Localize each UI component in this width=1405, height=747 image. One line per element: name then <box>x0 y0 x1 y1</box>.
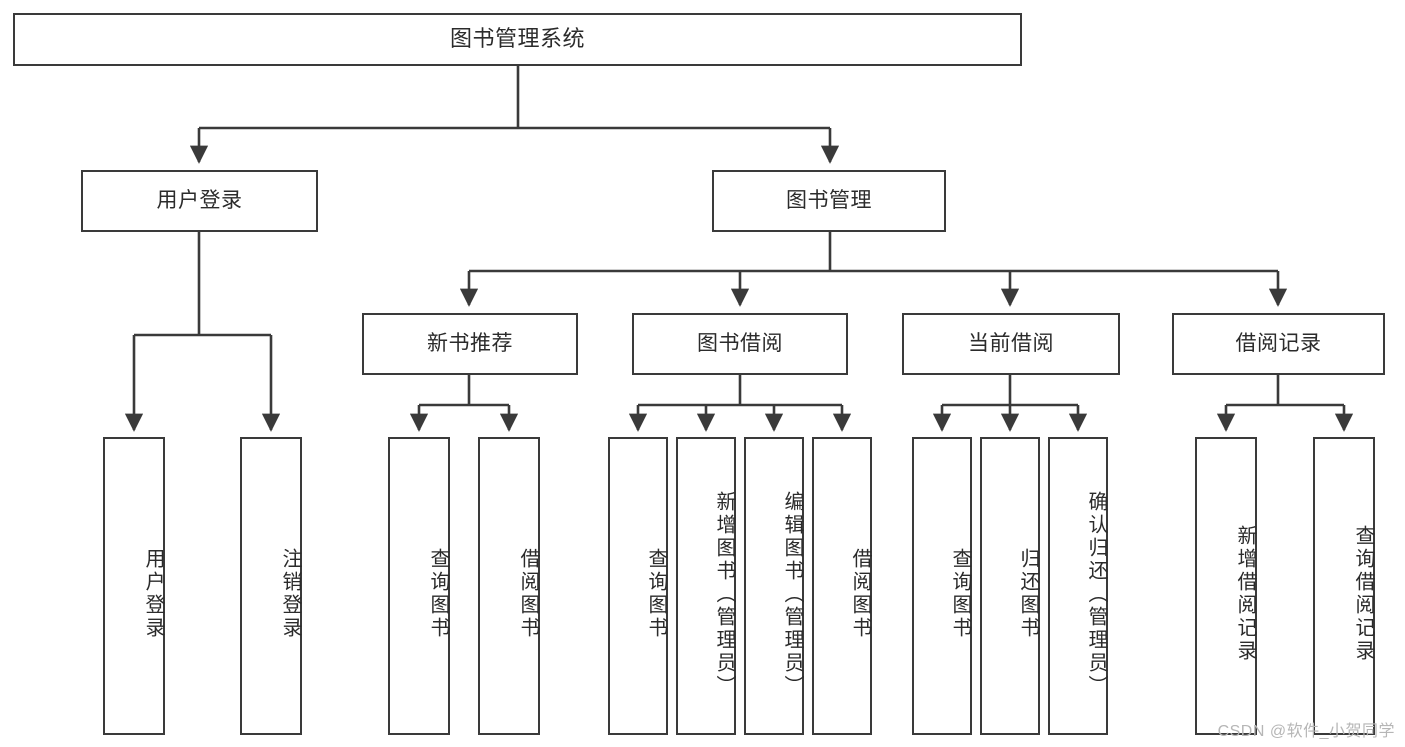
node-new-book-recommend-label: 新书推荐 <box>427 332 513 356</box>
leaf-borrow-query-book-label: 查询图书 <box>645 548 667 640</box>
leaf-records-query-record-label: 查询借阅记录 <box>1352 525 1374 663</box>
leaf-borrow-add-book-label: 新增图书（管理员） <box>713 490 735 698</box>
leaf-current-return-book-label: 归还图书 <box>1017 548 1039 640</box>
leaf-user-login-label: 用户登录 <box>142 548 164 640</box>
leaf-borrow-edit-book-label: 编辑图书（管理员） <box>781 490 803 698</box>
leaf-logout-label: 注销登录 <box>279 548 301 640</box>
node-root[interactable]: 图书管理系统 <box>13 13 1022 66</box>
node-current-borrow-label: 当前借阅 <box>968 332 1054 356</box>
node-borrow-records[interactable]: 借阅记录 <box>1172 313 1385 375</box>
node-user-login-label: 用户登录 <box>156 189 243 213</box>
leaf-records-add-record[interactable]: 新增借阅记录 <box>1195 437 1257 735</box>
node-user-login[interactable]: 用户登录 <box>81 170 318 232</box>
leaf-current-query-book-label: 查询图书 <box>949 548 971 640</box>
node-book-management[interactable]: 图书管理 <box>712 170 946 232</box>
leaf-borrow-query-book[interactable]: 查询图书 <box>608 437 668 735</box>
leaf-current-query-book[interactable]: 查询图书 <box>912 437 972 735</box>
node-book-borrow-label: 图书借阅 <box>697 332 783 356</box>
node-current-borrow[interactable]: 当前借阅 <box>902 313 1120 375</box>
leaf-new-book-query-book-label: 查询图书 <box>427 548 449 640</box>
leaf-new-book-borrow-book-label: 借阅图书 <box>517 548 539 640</box>
leaf-borrow-borrow-book-label: 借阅图书 <box>849 548 871 640</box>
leaf-borrow-edit-book[interactable]: 编辑图书（管理员） <box>744 437 804 735</box>
leaf-new-book-query-book[interactable]: 查询图书 <box>388 437 450 735</box>
node-borrow-records-label: 借阅记录 <box>1235 332 1322 356</box>
leaf-current-confirm-return[interactable]: 确认归还（管理员） <box>1048 437 1108 735</box>
leaf-borrow-borrow-book[interactable]: 借阅图书 <box>812 437 872 735</box>
leaf-new-book-borrow-book[interactable]: 借阅图书 <box>478 437 540 735</box>
node-book-borrow[interactable]: 图书借阅 <box>632 313 848 375</box>
leaf-current-return-book[interactable]: 归还图书 <box>980 437 1040 735</box>
leaf-records-add-record-label: 新增借阅记录 <box>1234 525 1256 663</box>
leaf-logout[interactable]: 注销登录 <box>240 437 302 735</box>
leaf-borrow-add-book[interactable]: 新增图书（管理员） <box>676 437 736 735</box>
leaf-user-login[interactable]: 用户登录 <box>103 437 165 735</box>
node-root-label: 图书管理系统 <box>449 26 585 52</box>
leaf-current-confirm-return-label: 确认归还（管理员） <box>1085 490 1107 698</box>
node-book-management-label: 图书管理 <box>786 189 872 213</box>
leaf-records-query-record[interactable]: 查询借阅记录 <box>1313 437 1375 735</box>
node-new-book-recommend[interactable]: 新书推荐 <box>362 313 578 375</box>
